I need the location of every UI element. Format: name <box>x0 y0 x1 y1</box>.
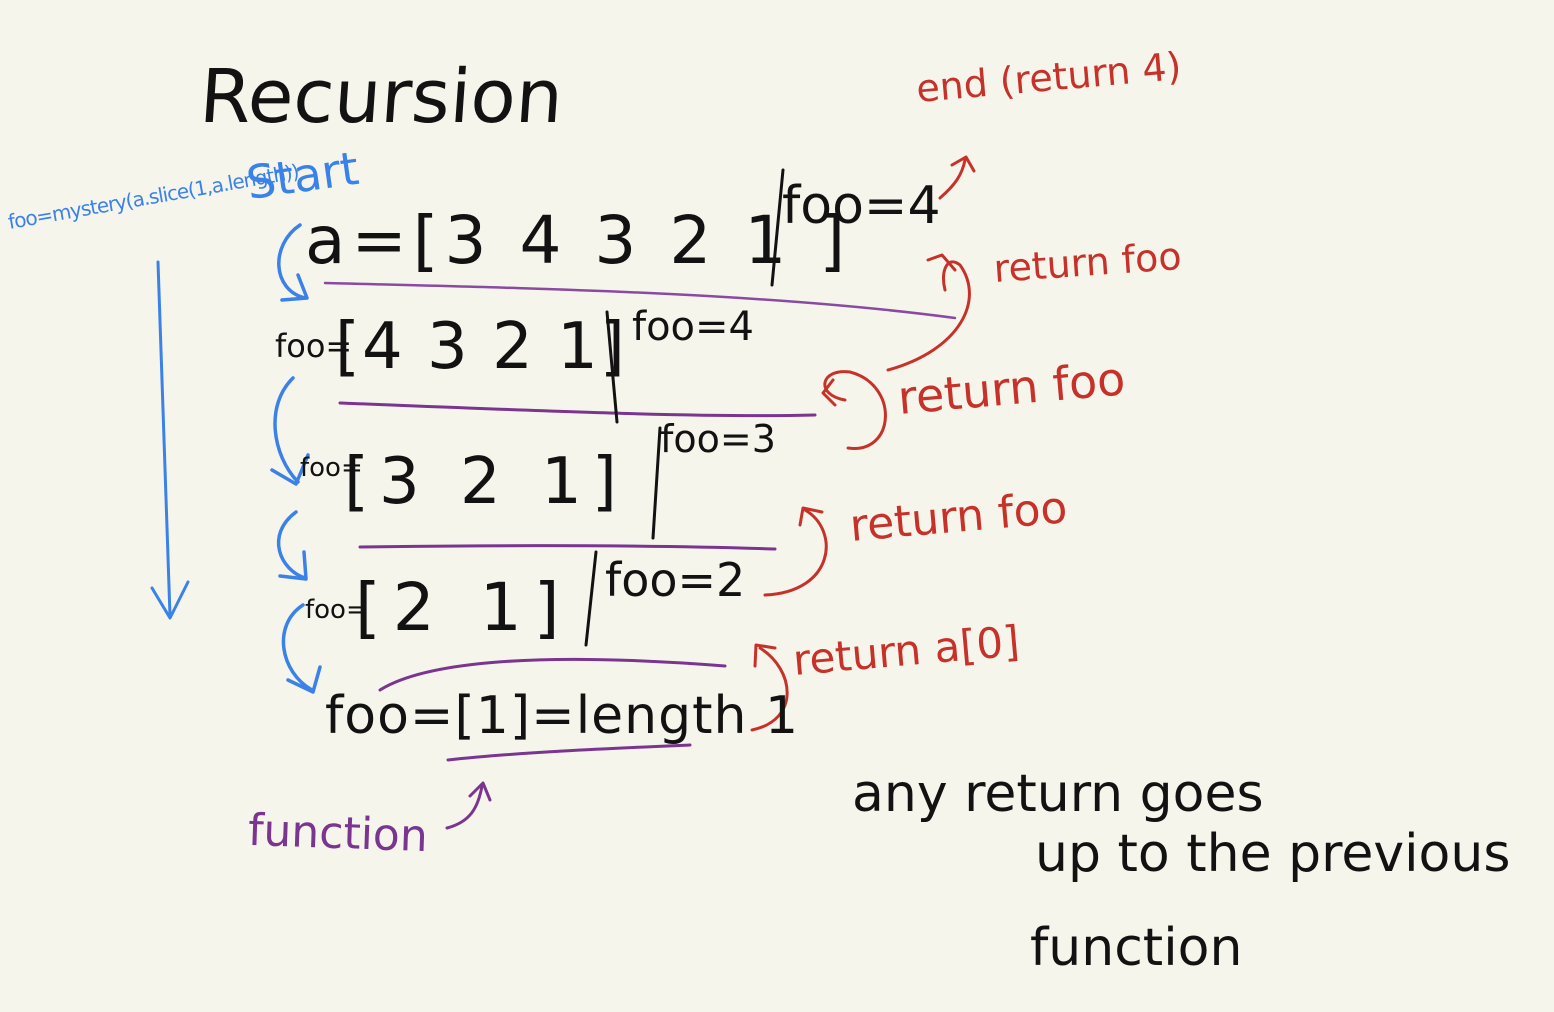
separator-line-3 <box>378 657 727 692</box>
frame-1-label: foo= <box>275 327 353 365</box>
frame-4-base-case: foo=[1]=length 1 <box>325 686 800 746</box>
frame-0-array: a=[3 4 3 2 1 ] <box>305 202 852 279</box>
frame-1-array: [4 3 2 1] <box>335 310 627 384</box>
frame-3-foo: foo=2 <box>605 553 746 607</box>
divider-3 <box>584 550 598 647</box>
separator-line-4 <box>446 743 692 762</box>
frame-2-foo: foo=3 <box>660 417 776 461</box>
note-line-2: up to the previous <box>1035 824 1511 884</box>
divider-1 <box>605 310 619 424</box>
divider-0 <box>770 168 785 287</box>
function-label: function <box>247 804 429 863</box>
separator-line-0 <box>323 281 957 320</box>
frame-1-foo: foo=4 <box>632 304 754 350</box>
note-line-1: any return goes <box>852 764 1264 824</box>
separator-line-1 <box>338 401 817 418</box>
curved-call-arrow-icon <box>270 223 322 694</box>
frame-3-array: [2 1] <box>355 569 572 646</box>
page-title: Recursion <box>196 54 566 140</box>
curved-return-arrow-icon <box>750 155 976 732</box>
down-arrow-icon <box>150 260 190 620</box>
frame-3-label: foo= <box>305 595 368 625</box>
note-line-3: function <box>1030 918 1243 978</box>
frame-2-label: foo= <box>300 453 363 483</box>
divider-2 <box>651 426 662 540</box>
function-arrow-icon <box>445 781 492 830</box>
frame-2-array: [3 2 1] <box>344 445 627 519</box>
frame-0-foo: foo=4 <box>782 176 941 236</box>
separator-line-2 <box>358 544 777 551</box>
